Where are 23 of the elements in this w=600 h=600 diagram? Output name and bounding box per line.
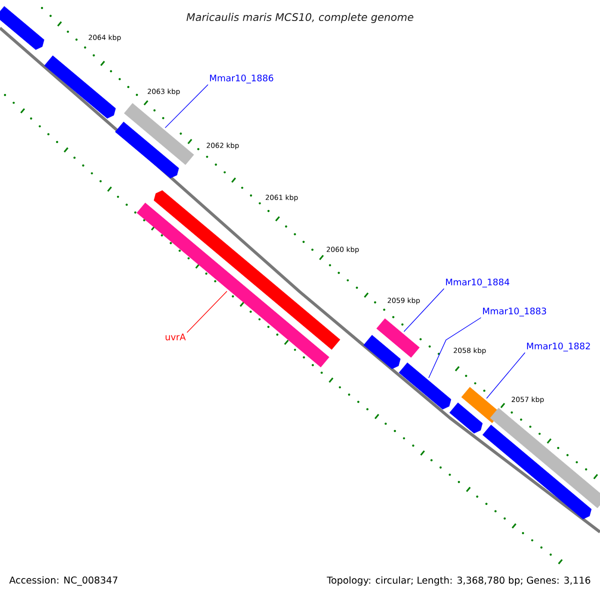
- gene-label: uvrA: [166, 334, 186, 340]
- gene-label: Mmar10_1882: [527, 342, 590, 352]
- gene-feature: [490, 408, 600, 508]
- leader-line: [486, 352, 526, 399]
- gene-feature: [124, 103, 194, 165]
- accession-text: Accession: NC_008347: [9, 576, 118, 586]
- leader-line: [404, 288, 444, 332]
- genome-info-text: Topology: circular; Length: 3,368,780 bp; Genes: 3,116: [326, 576, 590, 586]
- gene-feature: [449, 402, 483, 434]
- gene-feature: [115, 122, 179, 178]
- leader-line: [428, 317, 482, 378]
- leader-line: [186, 290, 228, 333]
- gene-feature: [482, 424, 592, 520]
- gene-label: Mmar10_1886: [210, 74, 274, 84]
- gene-feature: [44, 55, 116, 119]
- gene-feature: [398, 362, 452, 410]
- gene-feature: [0, 6, 44, 50]
- gene-label: Mmar10_1883: [483, 308, 546, 316]
- title: Maricaulis maris MCS10, complete genome: [186, 12, 414, 24]
- leader-line: [164, 84, 208, 128]
- gene-label: Mmar10_1884: [446, 278, 510, 288]
- gene-feature: [376, 318, 420, 358]
- gene-feature: [363, 334, 401, 370]
